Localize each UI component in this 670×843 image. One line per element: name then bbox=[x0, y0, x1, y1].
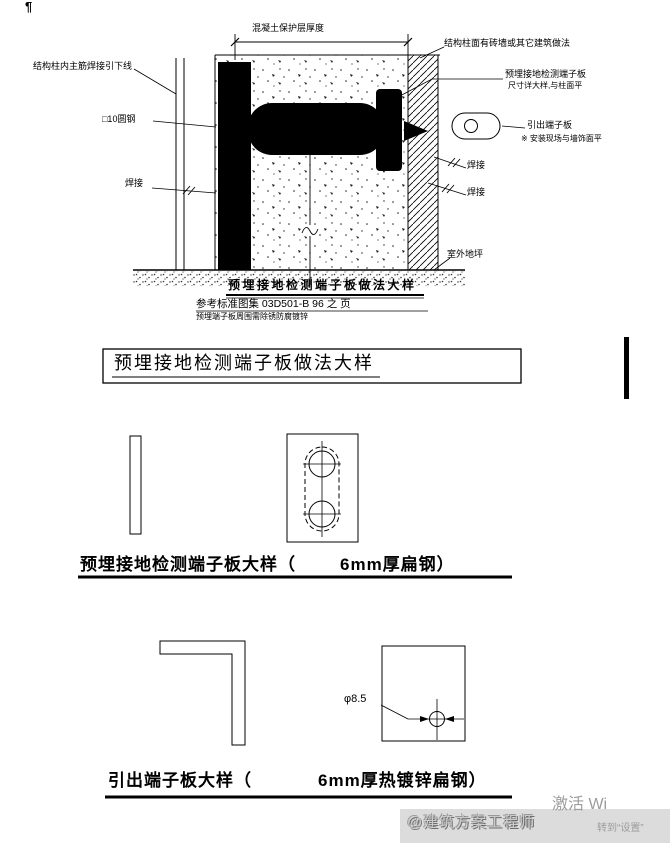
reference-line-2: 预埋端子板周围需除锈防腐镀锌 bbox=[196, 312, 308, 321]
label-cover-thickness: 混凝土保护层厚度 bbox=[252, 23, 325, 33]
label-round-steel: □10圆钢 bbox=[102, 114, 136, 124]
title-box-frame bbox=[102, 337, 629, 399]
watermark-backdrop bbox=[400, 809, 670, 843]
label-embedded-plate-size: 尺寸详大样,与柱面平 bbox=[508, 81, 583, 90]
lead-plate-detail-linework bbox=[105, 640, 512, 799]
label-weld-left: 焊接 bbox=[125, 178, 144, 188]
plate-detail-caption-suffix: 6mm厚扁钢） bbox=[340, 555, 455, 574]
section-caption: 预埋接地检测端子板做法大样 bbox=[228, 278, 417, 292]
reference-line-1: 参考标准图集 03D501-B 96 之 页 bbox=[196, 298, 351, 310]
corner-mark: ¶ bbox=[25, 0, 33, 14]
label-embedded-plate: 预埋接地检测端子板 bbox=[505, 69, 587, 79]
section-detail-linework bbox=[133, 34, 526, 312]
label-weld-right-lower: 焊接 bbox=[467, 187, 486, 197]
lead-detail-caption-suffix: 6mm厚热镀锌扁钢） bbox=[318, 771, 487, 790]
author-watermark: @建筑方案工程师 bbox=[407, 814, 536, 831]
label-rebar-down-lead: 结构柱内主筋焊接引下线 bbox=[33, 61, 133, 71]
sheet-title: 预埋接地检测端子板做法大样 bbox=[114, 353, 374, 373]
hole-diameter-label: φ8.5 bbox=[344, 693, 367, 705]
lead-detail-caption-prefix: 引出端子板大样（ bbox=[108, 771, 252, 790]
label-wall-finish-note: 结构柱面有砖墙或其它建筑做法 bbox=[444, 38, 571, 48]
windows-settings-watermark: 转到“设置” bbox=[597, 823, 644, 834]
label-lead-out-note: ※ 安装现场与墙饰面平 bbox=[521, 134, 602, 143]
plate-detail-caption-prefix: 预埋接地检测端子板大样（ bbox=[80, 555, 296, 574]
label-weld-right-upper: 焊接 bbox=[467, 160, 486, 170]
windows-activate-watermark: 激活 Wi bbox=[552, 796, 608, 813]
plate-detail-linework bbox=[78, 433, 512, 579]
label-lead-out-plate: 引出端子板 bbox=[527, 120, 573, 130]
label-outdoor-ground: 室外地坪 bbox=[447, 249, 484, 259]
